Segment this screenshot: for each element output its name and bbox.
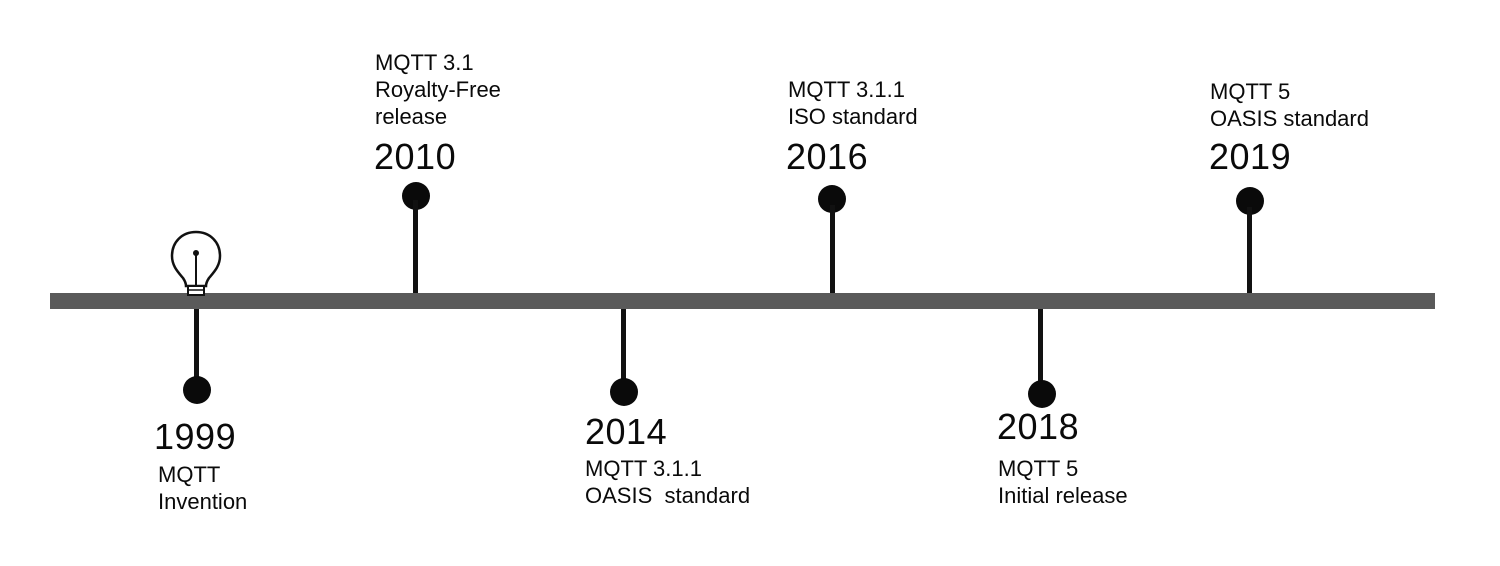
event-2014-line-1: MQTT 3.1.1	[585, 456, 702, 481]
lightbulb-icon	[170, 230, 222, 296]
marker-2018	[1028, 380, 1056, 408]
stem-2016	[830, 205, 835, 293]
event-2010-description: MQTT 3.1 Royalty-Free release	[375, 49, 501, 130]
event-2019-line-2: OASIS standard	[1210, 106, 1369, 131]
marker-1999	[183, 376, 211, 404]
event-2016-line-2: ISO standard	[788, 104, 918, 129]
event-2010-line-2: Royalty-Free	[375, 77, 501, 102]
year-2016: 2016	[786, 136, 869, 177]
stem-2019	[1247, 207, 1252, 293]
stem-2010	[413, 200, 418, 293]
timeline-axis	[50, 293, 1435, 309]
event-2018-description: MQTT 5 Initial release	[998, 455, 1128, 509]
event-2018-line-1: MQTT 5	[998, 456, 1079, 481]
stem-1999	[194, 309, 199, 381]
year-2019: 2019	[1209, 136, 1292, 177]
year-2010: 2010	[374, 136, 457, 177]
marker-2014	[610, 378, 638, 406]
event-2014-description: MQTT 3.1.1 OASIS standard	[585, 455, 750, 509]
event-1999-line-1: MQTT	[158, 462, 221, 487]
event-2016-line-1: MQTT 3.1.1	[788, 77, 905, 102]
event-1999-description: MQTT Invention	[158, 461, 247, 515]
event-2016-description: MQTT 3.1.1 ISO standard	[788, 76, 918, 130]
event-2019-description: MQTT 5 OASIS standard	[1210, 78, 1369, 132]
event-2010-line-1: MQTT 3.1	[375, 50, 474, 75]
event-2010-line-3: release	[375, 104, 448, 129]
year-2018: 2018	[997, 406, 1080, 447]
year-2014: 2014	[585, 411, 668, 452]
event-2014-line-2: OASIS standard	[585, 483, 751, 508]
stem-2018	[1038, 309, 1043, 384]
stem-2014	[621, 309, 626, 381]
event-2019-line-1: MQTT 5	[1210, 79, 1291, 104]
event-2018-line-2: Initial release	[998, 483, 1128, 508]
year-1999: 1999	[154, 416, 237, 457]
event-1999-line-2: Invention	[158, 489, 248, 514]
